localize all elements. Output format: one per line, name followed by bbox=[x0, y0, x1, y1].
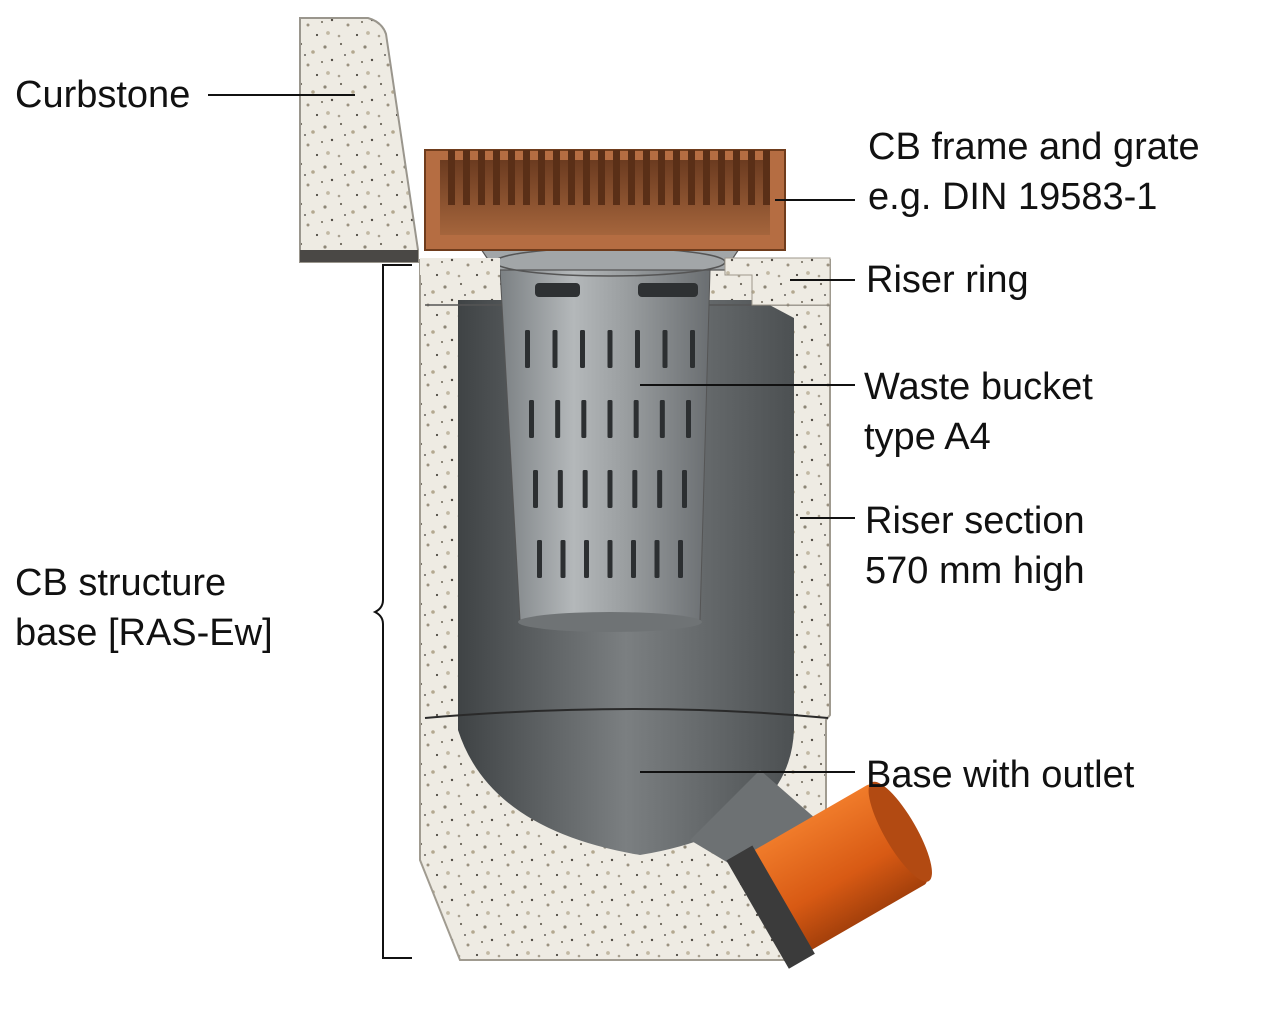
grate-bar bbox=[673, 150, 680, 205]
grate-bar bbox=[583, 150, 590, 205]
grate-bar bbox=[613, 150, 620, 205]
grate-bar bbox=[718, 150, 725, 205]
bucket-slot bbox=[584, 540, 589, 578]
bucket-slot bbox=[533, 470, 538, 508]
bucket-slot bbox=[662, 330, 668, 368]
bucket-slot bbox=[557, 470, 563, 508]
bucket-slot bbox=[525, 330, 530, 368]
bucket-slot bbox=[686, 400, 691, 438]
grate-bar bbox=[643, 150, 650, 205]
grate-bar bbox=[523, 150, 530, 205]
bucket-slot bbox=[635, 330, 640, 368]
waste-bucket bbox=[474, 225, 746, 632]
bucket-slots bbox=[525, 330, 695, 578]
label-riser-section: Riser section 570 mm high bbox=[865, 500, 1085, 592]
bucket-slot bbox=[607, 540, 613, 578]
structure-brace bbox=[372, 264, 412, 959]
grate-bar bbox=[568, 150, 575, 205]
grate-bar bbox=[508, 150, 515, 205]
grate-bar bbox=[658, 150, 665, 205]
bucket-slot bbox=[682, 470, 687, 508]
curbstone-block bbox=[299, 17, 419, 263]
bucket-slot bbox=[654, 540, 660, 578]
grate-bars bbox=[448, 150, 770, 205]
bucket-slot bbox=[633, 400, 639, 438]
bucket-slot bbox=[582, 470, 588, 508]
grate-bar bbox=[628, 150, 635, 205]
label-frame-grate: CB frame and grate e.g. DIN 19583-1 bbox=[868, 126, 1200, 218]
bucket-slot bbox=[659, 400, 665, 438]
grate-bar bbox=[463, 150, 470, 205]
bucket-slot bbox=[552, 330, 558, 368]
riser-ring bbox=[420, 257, 831, 306]
bucket-slot bbox=[555, 400, 561, 438]
grate-bar bbox=[598, 150, 605, 205]
label-riser-ring: Riser ring bbox=[866, 259, 1029, 301]
grate-bar bbox=[763, 150, 770, 205]
bucket-slot bbox=[607, 470, 613, 508]
leader-lines bbox=[208, 94, 855, 959]
grate-bar bbox=[478, 150, 485, 205]
bucket-slot bbox=[657, 470, 663, 508]
frame-and-grate bbox=[424, 149, 786, 251]
grate-bar bbox=[703, 150, 710, 205]
grate-bar bbox=[748, 150, 755, 205]
bucket-slot bbox=[607, 400, 613, 438]
bucket-slot bbox=[678, 540, 683, 578]
label-curbstone: Curbstone bbox=[15, 74, 191, 116]
grate-bar bbox=[553, 150, 560, 205]
label-structure-base: CB structure base [RAS-Ew] bbox=[15, 562, 273, 654]
grate-bar bbox=[733, 150, 740, 205]
label-base-outlet: Base with outlet bbox=[866, 754, 1135, 796]
bucket-slot bbox=[581, 400, 587, 438]
grate-bar bbox=[538, 150, 545, 205]
bucket-slot bbox=[529, 400, 534, 438]
grate-bar bbox=[688, 150, 695, 205]
bucket-slot bbox=[560, 540, 566, 578]
bucket-slot bbox=[580, 330, 585, 368]
base-outlet bbox=[690, 770, 932, 969]
label-waste-bucket: Waste bucket type A4 bbox=[864, 366, 1093, 458]
bucket-slot bbox=[632, 470, 638, 508]
grate-bar bbox=[448, 150, 455, 205]
grate-bar bbox=[493, 150, 500, 205]
bucket-slot bbox=[607, 330, 613, 368]
bucket-slot bbox=[690, 330, 695, 368]
bucket-slot bbox=[537, 540, 542, 578]
bucket-slot bbox=[631, 540, 636, 578]
